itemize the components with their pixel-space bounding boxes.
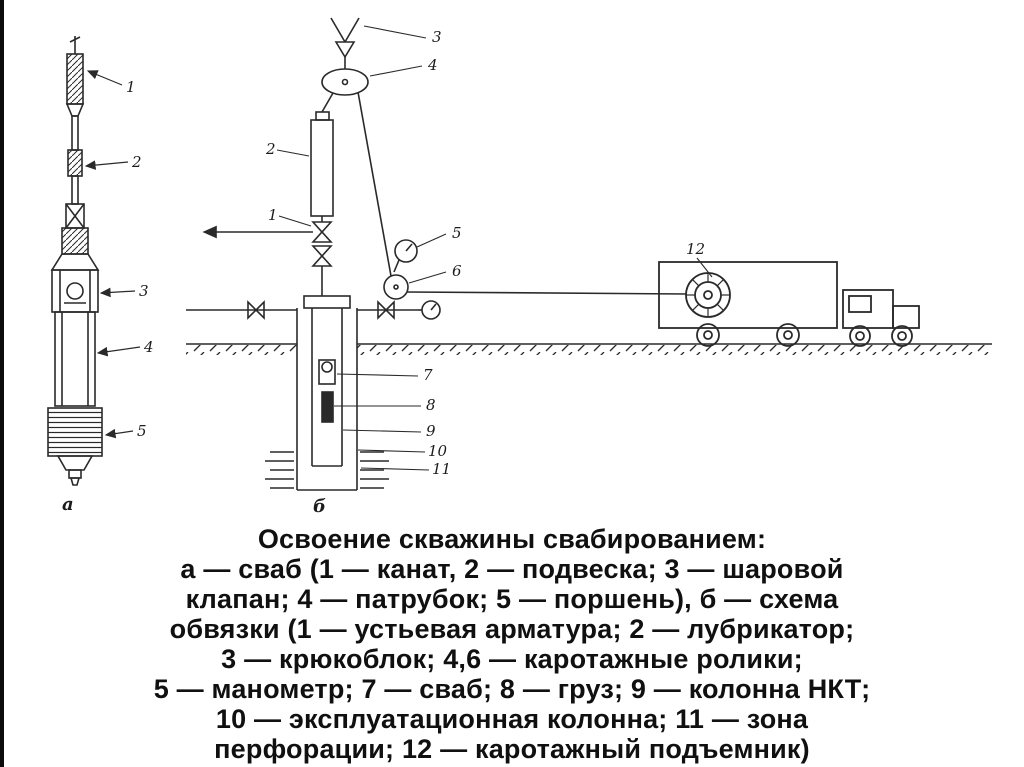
left-edge-border — [0, 0, 4, 767]
label-a-2: 2 — [131, 153, 142, 171]
pressure-gauge-icon — [421, 300, 441, 320]
label-b-7: 7 — [423, 366, 433, 384]
label-b-10: 10 — [428, 442, 448, 460]
swab-icon — [318, 359, 336, 385]
sublabel-b: б — [313, 496, 326, 517]
label-a-4: 4 — [143, 338, 154, 356]
diagram-area: 1 2 3 4 5 а — [47, 17, 992, 517]
caption-line-6: 10 — эксплуатационная колонна; 11 — зона — [215, 704, 809, 734]
label-b-12: 12 — [686, 240, 705, 258]
label-b-8: 8 — [426, 396, 436, 414]
upper-roller-icon — [321, 68, 369, 96]
figure-b-wellhead — [186, 91, 688, 320]
ball-valve-icon — [66, 282, 84, 300]
caption-line-7: перфорации; 12 — каротажный подъемник) — [214, 734, 810, 764]
sinker-weight-icon — [321, 391, 334, 423]
logging-truck — [658, 261, 920, 347]
label-b-1: 1 — [268, 206, 278, 224]
label-b-5: 5 — [452, 224, 462, 242]
label-b-3: 3 — [432, 28, 442, 46]
figure-a-swab-tool — [47, 36, 103, 486]
caption-line-2: клапан; 4 — патрубок; 5 — поршень), б — … — [185, 584, 839, 614]
label-b-2: 2 — [265, 140, 276, 158]
caption-line-1: а — сваб (1 — канат, 2 — подвеска; 3 — ш… — [180, 554, 844, 584]
label-a-5: 5 — [137, 422, 147, 440]
valve-icon — [311, 245, 333, 258]
label-a-3: 3 — [139, 282, 149, 300]
figure-a-labels: 1 2 3 4 5 а — [62, 78, 154, 515]
truck-wheels — [696, 323, 913, 347]
label-b-4: 4 — [427, 56, 438, 74]
caption-title: Освоение скважины свабированием: — [257, 524, 767, 554]
figure-b-leader-lines — [276, 25, 713, 471]
cab-window — [848, 295, 872, 313]
caption-line-3: обвязки (1 — устьевая арматура; 2 — лубр… — [169, 614, 855, 644]
lower-roller-icon — [383, 274, 409, 300]
figure-caption: Освоение скважины свабированием: а — сва… — [0, 524, 1024, 764]
ground — [186, 343, 992, 355]
caption-line-5: 5 — манометр; 7 — сваб; 8 — груз; 9 — ко… — [153, 674, 871, 704]
valve-icon — [247, 300, 258, 320]
truck-hood — [892, 305, 920, 329]
sublabel-a: а — [62, 494, 74, 515]
label-b-6: 6 — [452, 262, 462, 280]
figure-a-leader-lines — [84, 70, 141, 439]
label-b-9: 9 — [426, 422, 436, 440]
figure-b-well — [265, 308, 389, 491]
lubricator-icon — [310, 119, 334, 217]
label-a-1: 1 — [126, 78, 136, 96]
caption-line-4: 3 — крюкоблок; 4,6 — каротажные ролики; — [221, 644, 803, 674]
swabbing-scheme-svg: 1 2 3 4 5 а — [47, 17, 992, 517]
valve-icon — [377, 300, 388, 320]
figure-b-hook-and-roller — [321, 17, 369, 96]
label-b-11: 11 — [432, 460, 451, 478]
figure-b-labels: 3 4 2 1 5 6 7 8 9 10 11 12 б — [265, 28, 705, 517]
valve-icon — [311, 221, 333, 234]
pressure-gauge-icon — [394, 239, 418, 263]
truck-body — [658, 261, 838, 329]
